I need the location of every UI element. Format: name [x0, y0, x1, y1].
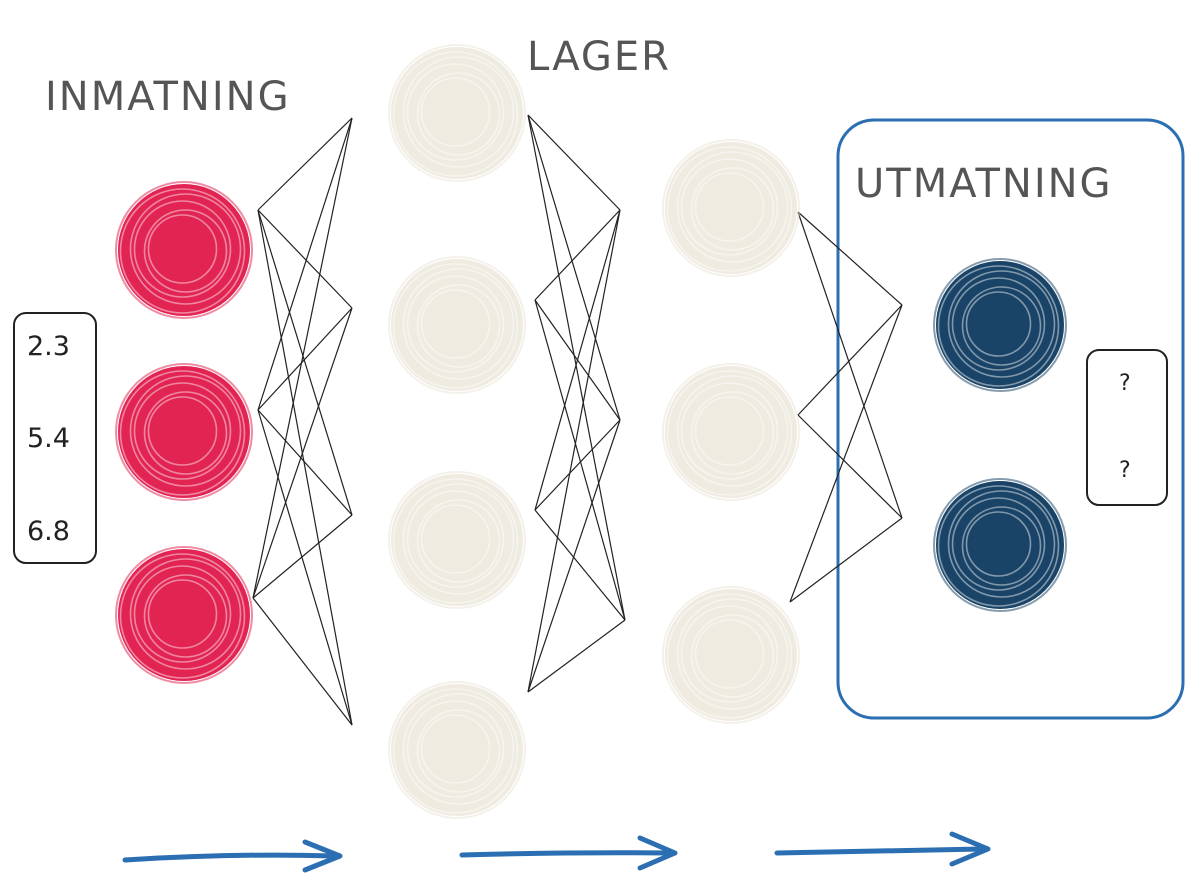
output-layer-box [836, 118, 1185, 720]
hidden1-node-4 [388, 681, 526, 819]
hidden1-node-2 [388, 256, 526, 394]
connection-line [257, 209, 353, 516]
connection-line [527, 114, 621, 211]
connection-line [527, 114, 626, 621]
connection-line [797, 211, 903, 306]
connection-line [789, 304, 903, 603]
output-node-1 [933, 258, 1067, 392]
connection-line [797, 304, 903, 416]
forward-arrow-3 [774, 831, 991, 867]
connection-line [534, 419, 621, 511]
output-values-box [1086, 349, 1168, 506]
output-value-2: ? [1119, 458, 1131, 483]
input-value-2: 5.4 [27, 423, 70, 454]
connection-line [534, 209, 621, 301]
network-nodes [115, 44, 1067, 819]
connection-line [534, 209, 621, 511]
input-node-2 [115, 363, 253, 501]
connection-line [527, 114, 621, 421]
input-node-1 [115, 181, 253, 319]
connection-line [257, 409, 353, 726]
connection-line [257, 209, 353, 726]
connection-line [527, 209, 621, 693]
input-values-box [13, 312, 97, 564]
output-node-2 [933, 478, 1067, 612]
forward-arrow-1 [122, 839, 343, 873]
input-value-3: 6.8 [27, 516, 70, 547]
connection-line [257, 307, 353, 411]
connection-line [257, 117, 353, 411]
connection-line [257, 117, 353, 211]
output-layer-label: UTMATNING [855, 161, 1113, 207]
input-layer-label: INMATNING [45, 74, 291, 120]
connection-line [527, 419, 621, 693]
connection-line [797, 211, 903, 519]
output-value-1: ? [1119, 371, 1131, 396]
connection-line [252, 514, 353, 599]
hidden2-node-3 [662, 586, 800, 724]
hidden1-node-3 [388, 471, 526, 609]
connection-line [257, 209, 353, 309]
connection-line [252, 117, 353, 599]
connection-line [252, 307, 353, 599]
connection-line [534, 509, 626, 621]
connection-line [534, 299, 626, 621]
connection-line [527, 619, 626, 693]
connection-line [789, 517, 903, 603]
connection-lines [252, 114, 903, 726]
input-node-3 [115, 546, 253, 684]
hidden2-node-1 [662, 139, 800, 277]
hidden1-node-1 [388, 44, 526, 182]
connection-line [257, 409, 353, 516]
hidden2-node-2 [662, 363, 800, 501]
forward-arrow-2 [459, 835, 678, 871]
connection-line [797, 414, 903, 519]
connection-line [252, 597, 353, 726]
input-value-1: 2.3 [27, 331, 70, 362]
hidden-layer-label: LAGER [527, 34, 671, 80]
